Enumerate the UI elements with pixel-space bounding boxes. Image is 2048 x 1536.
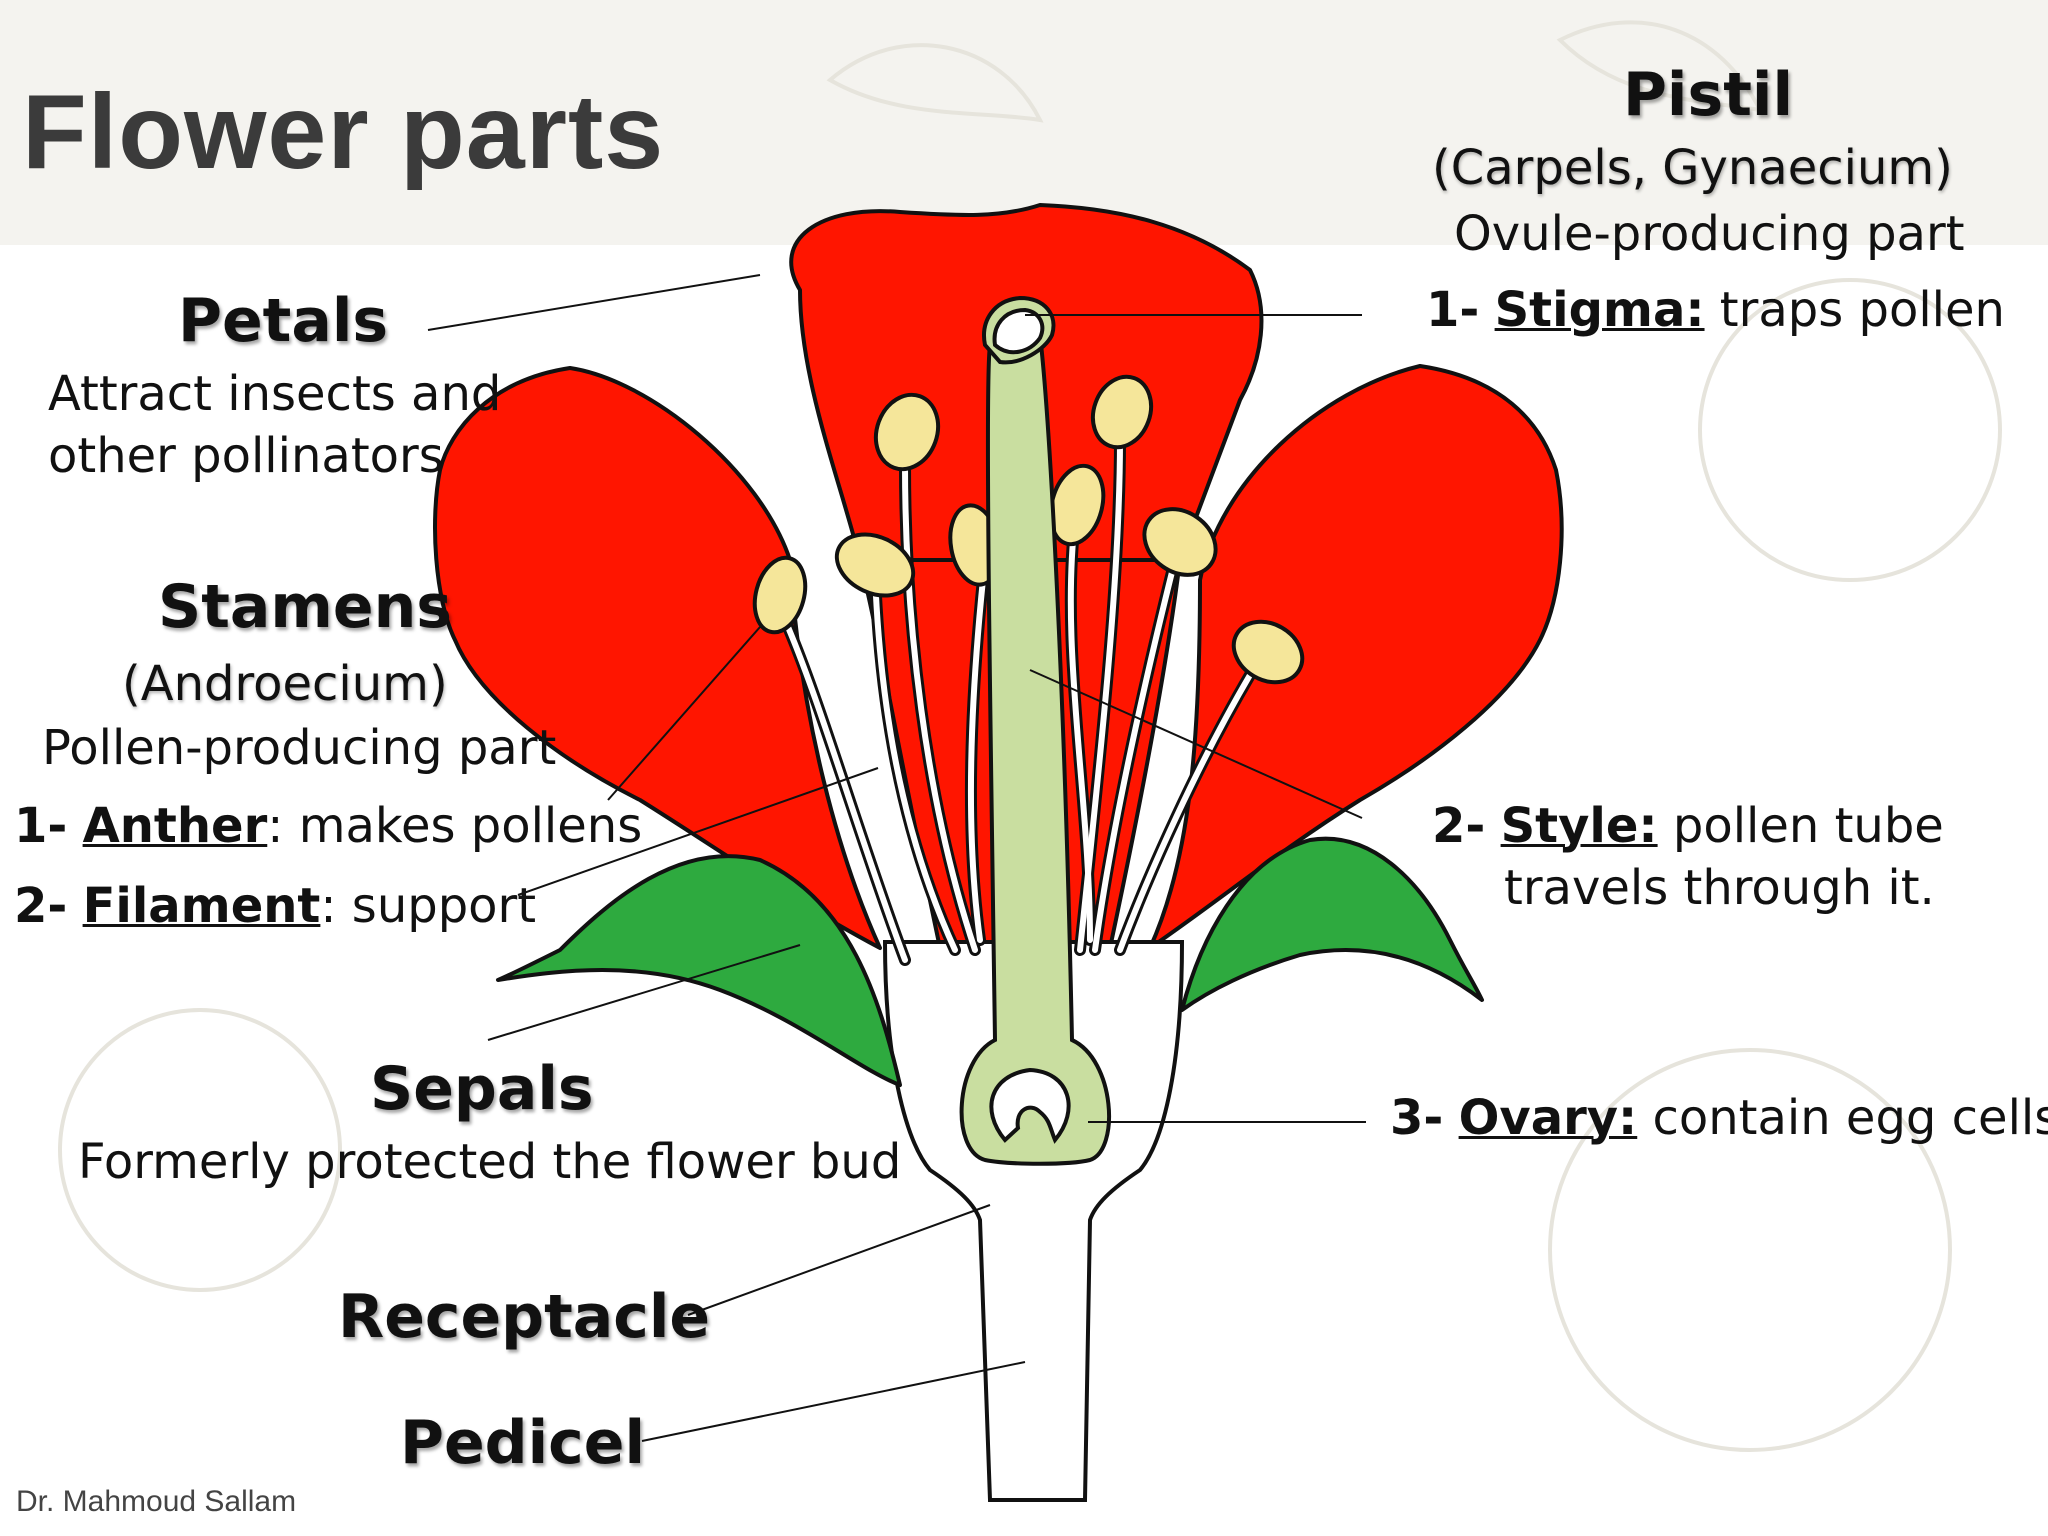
leader-anther [607,626,761,801]
pistil-alt-name: (Carpels, Gynaecium) [1432,140,1953,196]
anther [1090,374,1154,450]
stamens-item-anther: 1- Anther: makes pollens [14,798,642,855]
background-pattern [58,20,2002,1452]
style [959,332,1112,1166]
stigma-tip [992,307,1045,355]
leader-pedicel [641,1361,1026,1442]
item-separator: : [320,878,337,934]
petals-desc-line2: other pollinators [48,428,444,484]
item-desc: contain egg cells [1637,1090,2048,1146]
anther [834,532,916,598]
item-desc: support [336,878,537,934]
leader-petals [427,274,761,331]
sepals [496,836,1484,1087]
leader-style [1029,669,1363,819]
item-number: 2- [1432,798,1486,854]
page-title: Flower parts [22,73,665,191]
stamens-desc: Pollen-producing part [42,720,557,776]
pistil-item-style: 2- Style: pollen tube [1432,798,1944,855]
item-desc: makes pollens [283,798,643,854]
item-number: 2- [14,878,68,934]
pistil-desc: Ovule-producing part [1454,206,1965,262]
filaments [779,434,1256,966]
anther [752,555,808,635]
pistil-item-style-line2: travels through it. [1504,860,1935,916]
item-term: Stigma: [1494,282,1705,338]
item-number: 3- [1390,1090,1444,1146]
item-term: Ovary: [1458,1090,1638,1146]
petal-left [433,366,882,950]
author-credit: Dr. Mahmoud Sallam [16,1485,297,1518]
stamens-heading: Stamens [158,572,453,642]
receptacle-heading: Receptacle [338,1282,711,1352]
receptacle-cup [882,940,1185,1502]
ovule [989,1067,1071,1144]
sepal-right [1180,836,1484,1012]
pistil-item-ovary: 3- Ovary: contain egg cells [1390,1090,2048,1147]
pistil-item-stigma: 1- Stigma: traps pollen [1426,282,2005,339]
stamens-item-filament: 2- Filament: support [14,878,536,935]
item-term: Filament [82,878,321,934]
item-number: 1- [1426,282,1480,338]
item-desc: traps pollen [1704,282,2005,338]
sepals-desc: Formerly protected the flower bud [78,1134,902,1190]
sepals-heading: Sepals [370,1054,594,1124]
leader-filament [517,767,879,896]
pistil [959,295,1112,1166]
pedicel-heading: Pedicel [400,1408,646,1478]
petal-right [1148,364,1564,950]
leader-sepals [487,944,801,1041]
leader-receptacle [687,1204,991,1316]
item-term: Anther [82,798,268,854]
header-band [0,0,2048,245]
anthers [752,374,1305,685]
item-separator: : [267,798,284,854]
leader-lines [427,274,1366,1442]
anther [1231,619,1305,685]
pistil-heading: Pistil [1622,60,1794,130]
petals-desc-line1: Attract insects and [48,366,502,422]
item-desc: pollen tube [1657,798,1944,854]
petals-heading: Petals [178,286,389,356]
stamens-alt-name: (Androecium) [122,656,448,712]
sepal-left [496,854,902,1087]
anther [873,392,941,472]
anther [1142,507,1218,577]
item-term: Style: [1500,798,1658,854]
item-number: 1- [14,798,68,854]
